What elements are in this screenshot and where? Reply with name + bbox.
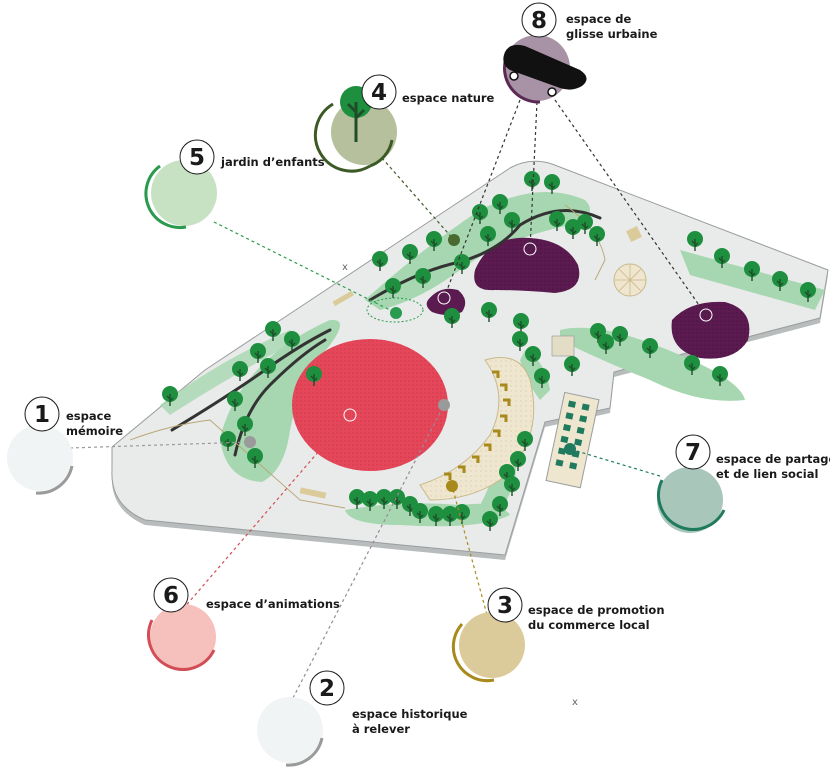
marker-3-label-line-1: espace de promotion — [528, 603, 665, 617]
marker-2-arc — [285, 737, 324, 767]
marker-2-disc — [257, 697, 323, 763]
bench-north — [332, 290, 355, 307]
skateboard-wheel-icon — [547, 87, 557, 97]
skateboard-wheel-icon — [509, 71, 519, 81]
marker-6[interactable]: 6 espace d’animations — [147, 577, 340, 671]
marker-1[interactable]: 1 espace mémoire — [7, 396, 123, 495]
leader-3 — [451, 485, 491, 627]
marker-4-label-line-1: espace nature — [402, 91, 495, 105]
leader-8c — [554, 99, 707, 316]
leader-8a — [443, 99, 521, 299]
dot-partage — [564, 443, 576, 455]
marker-3-badge — [487, 587, 523, 623]
marker-1-arc — [35, 465, 74, 495]
market-stalls — [444, 370, 511, 480]
marker-1-label-line-1: espace — [66, 409, 111, 423]
marker-8-arc — [502, 57, 541, 104]
marker-7-number: 7 — [685, 440, 701, 466]
leader-1 — [69, 441, 251, 449]
marker-8-label-line-1: espace de — [566, 12, 631, 26]
skate-blob-small — [426, 288, 466, 315]
marker-4-badge — [361, 74, 397, 110]
leader-2 — [292, 404, 445, 699]
kiosk — [551, 335, 575, 357]
leader-7 — [569, 448, 661, 477]
deck — [626, 226, 642, 242]
marker-5[interactable]: 5 jardin d’enfants — [144, 139, 325, 230]
marker-8[interactable]: 8 espace de glisse urbaine — [502, 2, 658, 104]
dot-memoire — [244, 436, 256, 448]
leader-8b — [529, 101, 538, 250]
cross-mark: x — [572, 697, 578, 708]
marker-2-number: 2 — [319, 676, 335, 702]
tree-icon-trunk — [346, 102, 366, 142]
marker-7[interactable]: 7 espace de partage et de lien social — [657, 434, 830, 533]
marker-4-number: 4 — [371, 80, 387, 106]
marker-1-disc — [7, 425, 73, 491]
dot-jardin — [390, 307, 402, 319]
bench-south — [299, 487, 327, 499]
marker-5-number: 5 — [189, 145, 205, 171]
marker-6-number: 6 — [163, 583, 179, 609]
leader-lines — [69, 99, 707, 699]
dot-commerce — [446, 480, 458, 492]
marker-4[interactable]: 4 espace nature — [313, 74, 495, 173]
marker-2-label-line-1: espace historique — [352, 707, 468, 721]
marker-1-badge — [24, 396, 60, 432]
marker-5-disc — [151, 160, 217, 226]
marker-4-arc-right — [369, 139, 394, 168]
dot-historique — [438, 399, 450, 411]
marker-2[interactable]: 2 espace historique à relever — [257, 670, 468, 767]
playground — [366, 297, 424, 323]
marker-8-badge — [521, 2, 557, 38]
skateboard-icon — [503, 44, 587, 90]
leader-6 — [182, 414, 351, 610]
marker-6-label-line-1: espace d’animations — [206, 597, 340, 611]
leader-4 — [381, 157, 455, 241]
marker-3[interactable]: 3 espace de promotion du commerce local — [451, 587, 665, 683]
marker-2-label-line-2: à relever — [352, 722, 410, 736]
marker-3-number: 3 — [497, 593, 513, 619]
dot-nature — [448, 234, 460, 246]
skate-areas — [426, 237, 750, 359]
marker-5-badge — [179, 139, 215, 175]
cross-mark: x — [342, 262, 348, 273]
marker-5-arc — [144, 164, 187, 230]
marker-6-disc — [150, 604, 216, 670]
marker-2-badge — [309, 670, 345, 706]
leader-5 — [213, 221, 397, 314]
dot-glisse-2 — [523, 242, 537, 256]
marker-7-label-line-1: espace de partage — [716, 452, 830, 466]
marker-7-arc — [657, 479, 726, 531]
marker-7-badge — [675, 434, 711, 470]
park-ground — [111, 160, 829, 556]
marker-1-label-line-2: mémoire — [66, 424, 123, 438]
marker-8-label-line-2: glisse urbaine — [566, 27, 658, 41]
marker-5-label-line-1: jardin d’enfants — [220, 155, 325, 169]
marker-1-number: 1 — [34, 402, 50, 428]
dot-animations — [343, 408, 357, 422]
dot-glisse-3 — [699, 308, 713, 322]
marker-7-label-line-2: et de lien social — [716, 467, 818, 481]
marker-3-label-line-2: du commerce local — [528, 618, 650, 632]
marker-3-disc — [459, 612, 525, 678]
marker-3-arc — [451, 623, 495, 683]
plan-dots — [244, 234, 713, 492]
dot-glisse-1 — [437, 291, 451, 305]
marker-6-badge — [153, 577, 189, 613]
marker-4-arc — [313, 102, 371, 173]
marker-7-disc — [657, 467, 723, 533]
event-space-texture — [292, 339, 448, 471]
marker-8-number: 8 — [531, 8, 547, 34]
marker-6-arc — [147, 619, 216, 671]
